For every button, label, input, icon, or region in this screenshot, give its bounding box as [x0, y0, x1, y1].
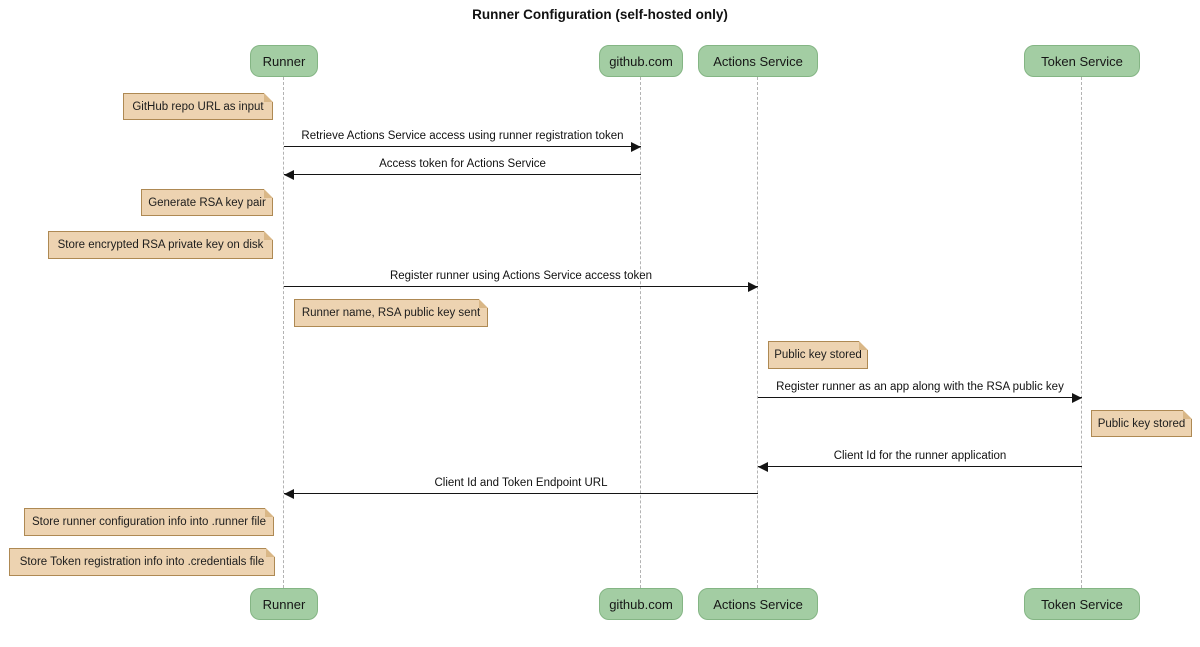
note-text: Public key stored	[774, 349, 862, 361]
message-label: Retrieve Actions Service access using ru…	[301, 130, 624, 142]
arrowhead-right-icon	[1072, 393, 1082, 403]
note-text: Store Token registration info into .cred…	[19, 556, 265, 568]
note-fold-icon	[1183, 410, 1192, 419]
lifeline-runner	[283, 77, 284, 588]
lifeline-actions	[757, 77, 758, 588]
message-arrow	[284, 493, 758, 495]
participant-actions-top: Actions Service	[698, 45, 818, 77]
note-fold-icon	[264, 93, 273, 102]
note: Store encrypted RSA private key on disk	[48, 231, 273, 259]
participant-runner-bottom: Runner	[250, 588, 318, 620]
participant-github-bottom: github.com	[599, 588, 683, 620]
note-text: Runner name, RSA public key sent	[301, 307, 481, 319]
message-label: Client Id and Token Endpoint URL	[434, 477, 608, 489]
note-fold-icon	[266, 548, 275, 557]
note-text: GitHub repo URL as input	[132, 100, 264, 113]
note-fold-icon	[264, 189, 273, 198]
lifeline-github	[640, 77, 641, 588]
message-label: Access token for Actions Service	[379, 158, 546, 170]
note: Store runner configuration info into .ru…	[24, 508, 274, 536]
note-text: Public key stored	[1097, 417, 1186, 430]
note-fold-icon	[264, 231, 273, 240]
note-text: Store encrypted RSA private key on disk	[57, 239, 264, 251]
note-text: Generate RSA key pair	[148, 196, 266, 209]
participant-token-bottom: Token Service	[1024, 588, 1140, 620]
message-label: Client Id for the runner application	[833, 450, 1007, 462]
note: Generate RSA key pair	[141, 189, 273, 216]
note: Public key stored	[1091, 410, 1192, 437]
participant-runner-top: Runner	[250, 45, 318, 77]
note: Store Token registration info into .cred…	[9, 548, 275, 576]
message-arrow	[284, 286, 758, 288]
message-arrow	[758, 397, 1082, 399]
note-fold-icon	[479, 299, 488, 308]
note-text: Store runner configuration info into .ru…	[32, 516, 266, 528]
lifeline-token	[1081, 77, 1082, 588]
arrowhead-left-icon	[284, 489, 294, 499]
participant-actions-bottom: Actions Service	[698, 588, 818, 620]
message-arrow	[284, 174, 641, 176]
arrowhead-right-icon	[748, 282, 758, 292]
diagram-title: Runner Configuration (self-hosted only)	[472, 7, 728, 22]
note: GitHub repo URL as input	[123, 93, 273, 120]
note: Public key stored	[768, 341, 868, 369]
arrowhead-left-icon	[758, 462, 768, 472]
note-fold-icon	[265, 508, 274, 517]
message-arrow	[758, 466, 1082, 468]
message-arrow	[284, 146, 641, 148]
participant-github-top: github.com	[599, 45, 683, 77]
message-label: Register runner using Actions Service ac…	[389, 270, 653, 282]
note: Runner name, RSA public key sent	[294, 299, 488, 327]
note-fold-icon	[859, 341, 868, 350]
participant-token-top: Token Service	[1024, 45, 1140, 77]
arrowhead-left-icon	[284, 170, 294, 180]
message-label: Register runner as an app along with the…	[776, 381, 1064, 393]
arrowhead-right-icon	[631, 142, 641, 152]
